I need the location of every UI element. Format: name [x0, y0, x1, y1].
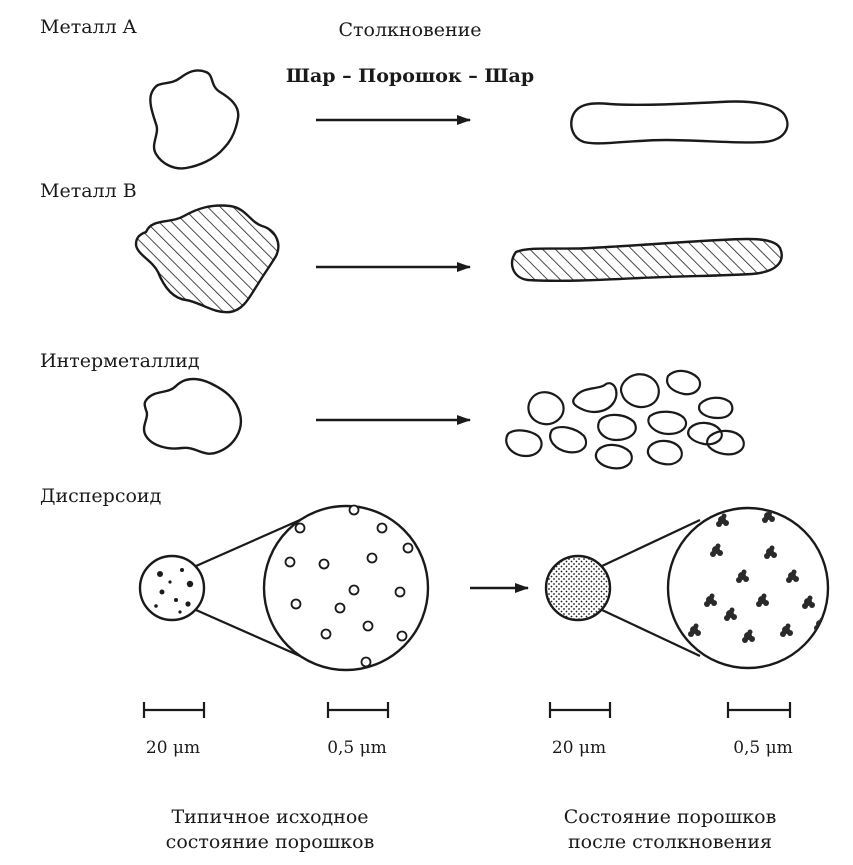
fragment [699, 398, 732, 418]
scale-bar-4 [728, 702, 790, 718]
scale-bar-3 [550, 702, 610, 718]
fragment [596, 445, 632, 468]
fragment [550, 427, 586, 452]
scale-bar-1 [144, 702, 204, 718]
fragment [621, 374, 659, 407]
fragment [573, 383, 616, 412]
dispersoid-magnified-after [668, 508, 828, 668]
fragment [688, 423, 722, 444]
metal-b-flattened [512, 239, 782, 281]
fragment [667, 371, 700, 394]
fragment [648, 412, 686, 434]
metal-b-particle [136, 205, 278, 312]
scale-bar-2 [328, 702, 388, 718]
intermetallic-particle [144, 379, 241, 454]
metal-a-particle [150, 70, 238, 168]
intermetallic-fragments [506, 371, 744, 468]
fragment [707, 431, 744, 454]
dispersoid-particle-initial [140, 556, 204, 620]
fragment [528, 392, 563, 424]
metal-a-flattened [571, 102, 787, 144]
fragment [506, 430, 541, 456]
dispersoid-particle-after [546, 556, 610, 620]
fragment [648, 441, 682, 464]
fragment [598, 415, 636, 440]
